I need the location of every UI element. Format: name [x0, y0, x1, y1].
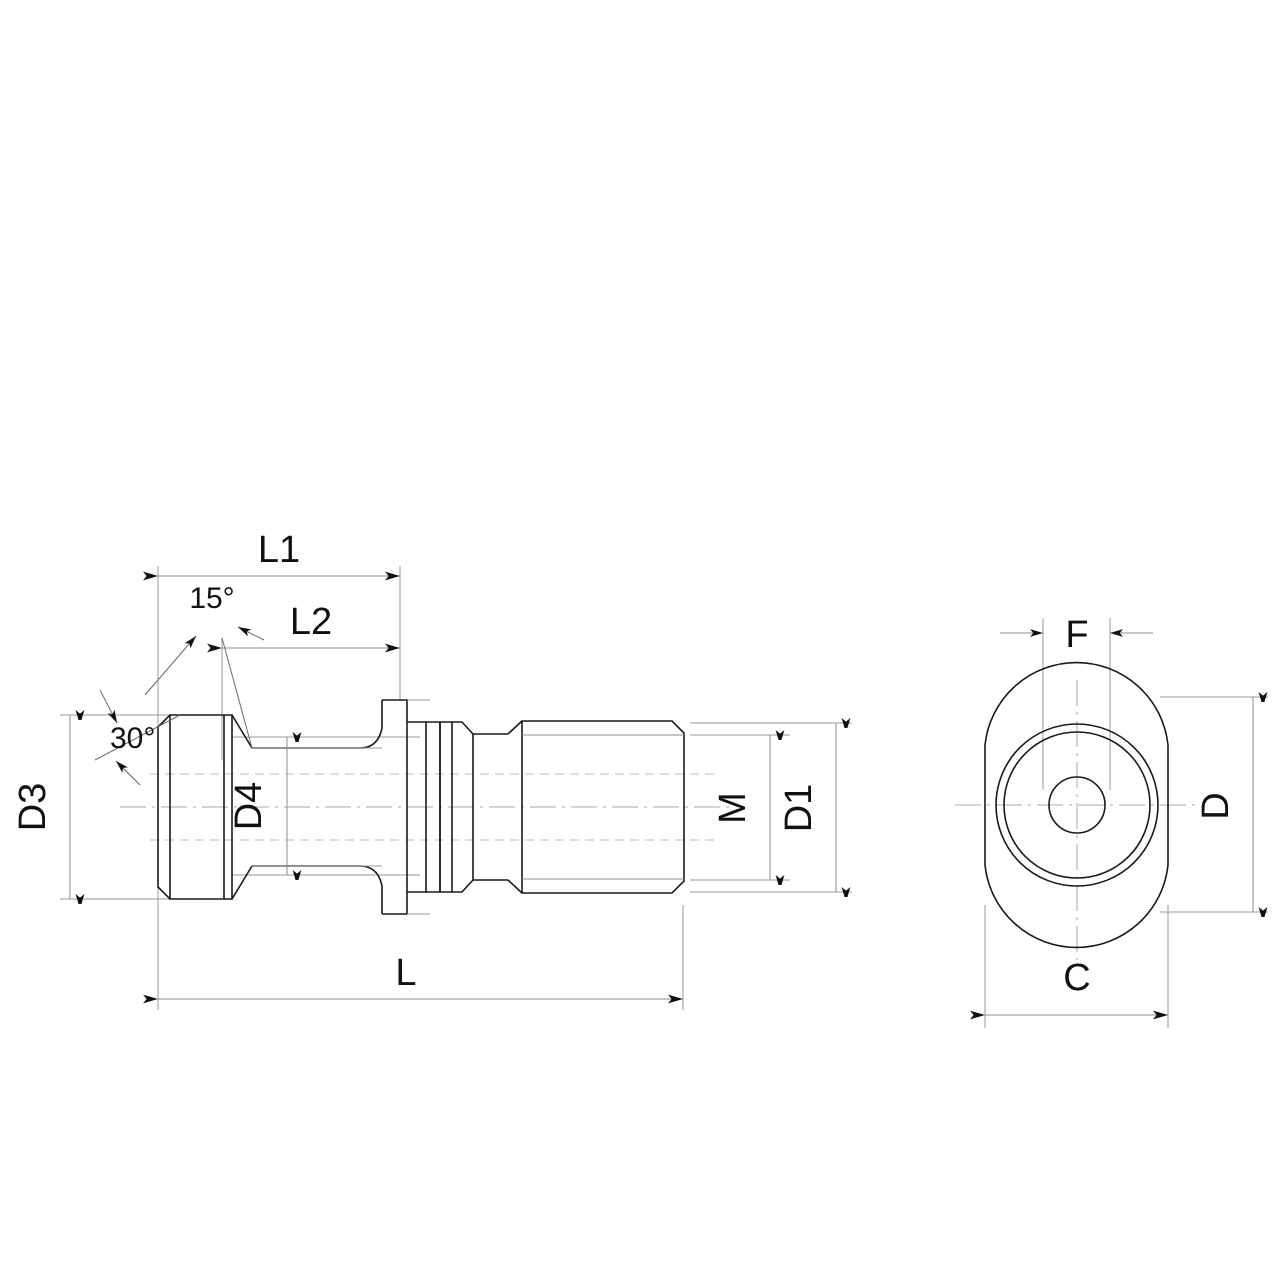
dimension-L: L	[143, 952, 683, 1004]
neck-bottom	[252, 865, 383, 914]
dimension-D1: D1	[778, 723, 836, 892]
front-view-centerlines	[955, 680, 1200, 960]
hex-flat-outer-profile	[984, 661, 1169, 949]
front-view-part-outline	[984, 661, 1169, 949]
angle-leader-30	[94, 689, 181, 786]
dimension-D: D	[1195, 697, 1253, 912]
dimension-C: C	[970, 957, 1168, 1020]
angle-label-30: 30°	[110, 722, 155, 755]
dimension-label-L2: L2	[290, 601, 332, 643]
dimension-label-L1: L1	[258, 529, 300, 571]
thread-body-profile	[521, 720, 685, 894]
dimension-L2: L2	[207, 601, 400, 653]
neck-top	[252, 700, 383, 749]
dimension-label-D: D	[1195, 792, 1237, 819]
dimension-label-L: L	[395, 952, 416, 994]
dimension-label-D3: D3	[12, 783, 54, 832]
front-view-extension-lines	[984, 618, 1268, 1028]
dimension-F: F	[1000, 614, 1153, 656]
dimension-label-D4: D4	[228, 782, 270, 831]
thread-chamfer-left-top	[507, 720, 523, 735]
side-view-part-outline	[157, 699, 685, 915]
side-view-thin-lines	[252, 699, 430, 915]
outer-circle	[995, 723, 1159, 887]
dimension-label-F: F	[1065, 614, 1088, 656]
taper-15-lower	[231, 865, 253, 900]
taper-15-upper	[231, 714, 253, 749]
dimension-D4: D4	[228, 737, 287, 875]
dimension-label-D1: D1	[778, 784, 820, 833]
thread-chamfer-left-bot	[507, 879, 523, 894]
collar-profile	[382, 699, 408, 915]
middle-circle	[1003, 731, 1151, 879]
dimension-M: M	[712, 735, 770, 880]
dimension-L1: L1	[143, 529, 400, 581]
side-view-extension-lines	[60, 566, 852, 1010]
dimension-label-M: M	[712, 792, 754, 824]
angle-label-15: 15°	[189, 582, 234, 615]
angle-leader-15	[144, 626, 265, 749]
side-view-hidden-lines	[150, 773, 720, 841]
center-bore-circle	[1048, 776, 1106, 834]
dimension-D3: D3	[12, 715, 70, 899]
dimension-label-C: C	[1063, 957, 1090, 999]
